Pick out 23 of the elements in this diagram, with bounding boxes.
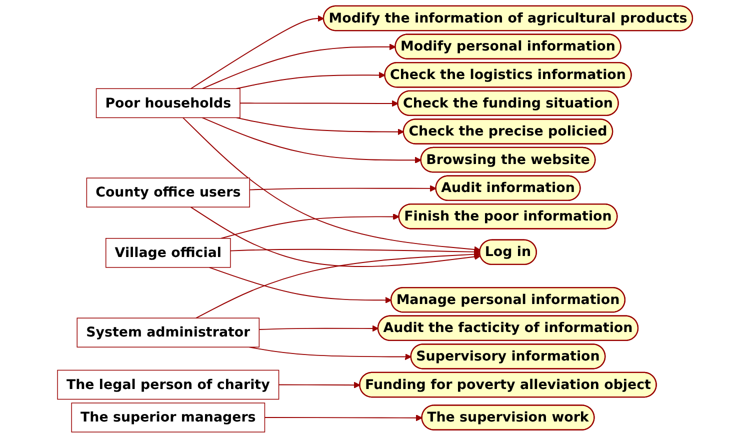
arrow <box>236 117 404 136</box>
arrow <box>230 248 480 256</box>
arrow <box>208 266 392 304</box>
arrow <box>278 382 360 388</box>
arrow <box>202 117 422 164</box>
node-box: Village official <box>106 238 231 268</box>
node-box: County office users <box>86 178 250 208</box>
arrow <box>190 15 324 90</box>
arrow <box>236 72 386 90</box>
arrow <box>182 117 481 253</box>
arrow <box>258 325 379 332</box>
arrow <box>202 44 396 90</box>
node-box: The superior managers <box>71 402 266 432</box>
arrow <box>248 346 412 360</box>
arrow <box>196 251 480 319</box>
arrow <box>240 100 398 107</box>
arrow <box>220 213 400 239</box>
node-box: Poor households <box>96 88 240 118</box>
arrow <box>249 185 436 192</box>
arrow <box>190 206 481 267</box>
arrow <box>264 414 422 422</box>
node-box: The legal person of charity <box>57 370 280 400</box>
node-box: System administrator <box>76 318 260 348</box>
